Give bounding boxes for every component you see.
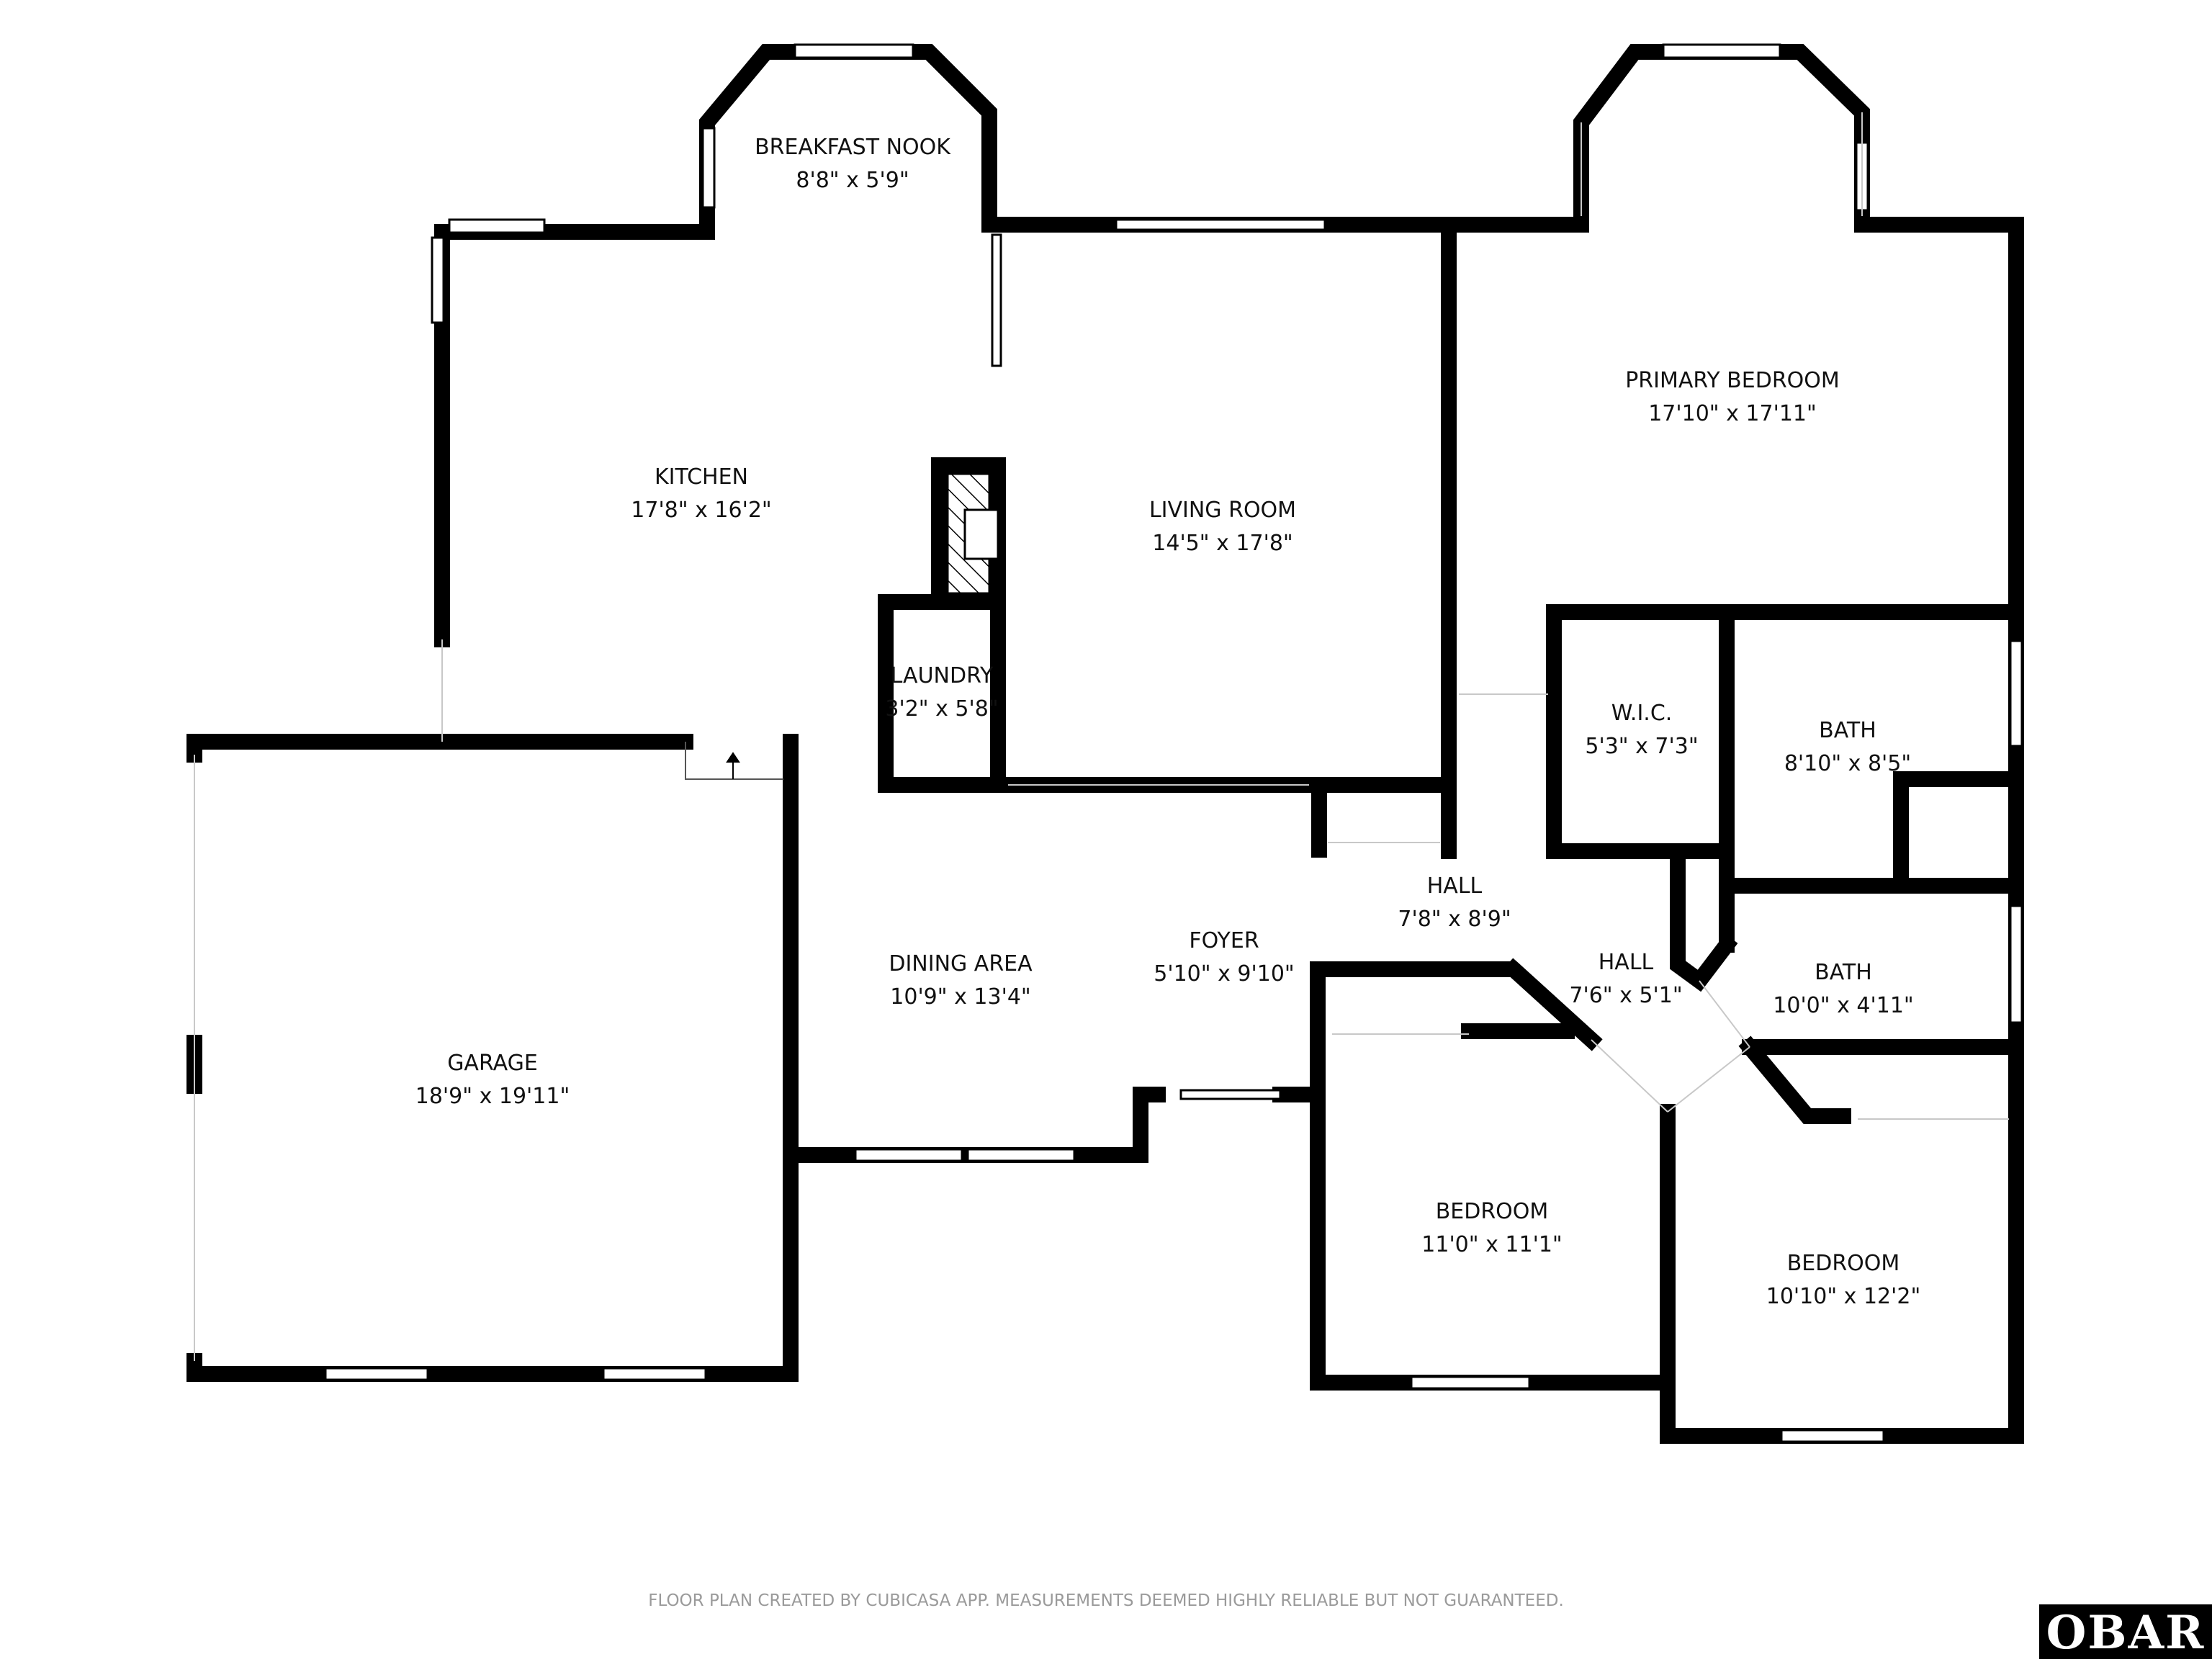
window	[324, 1367, 429, 1381]
step-arrow-icon	[726, 752, 740, 779]
room-labels: BREAKFAST NOOK 8'8" x 5'9" KITCHEN 17'8"…	[415, 135, 1921, 1309]
wall-garage-east	[186, 734, 799, 1382]
wall-dining-south	[783, 1087, 1166, 1163]
room-name: HALL	[1599, 950, 1654, 975]
window	[793, 43, 914, 59]
window	[1179, 1089, 1282, 1100]
window	[701, 127, 716, 209]
window	[966, 1148, 1076, 1162]
obar-logo: OBAR	[2039, 1604, 2212, 1660]
wall-bedroom-right-north	[1738, 1036, 1851, 1124]
windows	[324, 43, 2023, 1443]
wall-kitchen-north	[434, 44, 1589, 647]
window	[991, 233, 1002, 367]
wall-diag-left	[1502, 958, 1603, 1051]
fireplace-box	[963, 508, 999, 560]
room-name: BEDROOM	[1436, 1199, 1549, 1224]
room-dimensions: 18'9" x 19'11"	[415, 1084, 570, 1109]
window	[1410, 1375, 1531, 1390]
room-name: KITCHEN	[655, 464, 748, 490]
window	[1115, 218, 1326, 231]
room-dimensions: 8'8" x 5'9"	[796, 168, 909, 193]
wall-wic	[1546, 604, 1735, 859]
room-dimensions: 10'9" x 13'4"	[890, 984, 1030, 1010]
room-name: HALL	[1427, 873, 1483, 899]
room-dimensions: 3'2" x 5'8"	[885, 696, 998, 722]
room-name: BREAKFAST NOOK	[755, 135, 951, 160]
window	[448, 218, 546, 234]
window	[1662, 43, 1781, 59]
wall-hall-corner	[1670, 856, 1738, 992]
room-dimensions: 5'3" x 7'3"	[1585, 734, 1698, 759]
window	[2009, 639, 2023, 747]
walls	[186, 44, 2024, 1444]
room-dimensions: 10'10" x 12'2"	[1766, 1284, 1921, 1309]
room-dimensions: 7'8" x 8'9"	[1398, 907, 1511, 932]
room-name: W.I.C.	[1611, 701, 1673, 726]
room-name: FOYER	[1189, 928, 1259, 953]
window	[1780, 1429, 1885, 1443]
room-name: LAUNDRY	[891, 663, 994, 688]
room-name: LIVING ROOM	[1149, 498, 1296, 523]
garage-step	[685, 742, 783, 780]
room-name: BATH	[1819, 718, 1876, 743]
window	[602, 1367, 707, 1381]
room-dimensions: 7'6" x 5'1"	[1569, 983, 1682, 1008]
room-name: PRIMARY BEDROOM	[1625, 368, 1840, 393]
disclaimer-text: FLOOR PLAN CREATED BY CUBICASA APP. MEAS…	[648, 1591, 1564, 1610]
window	[2009, 904, 2023, 1024]
room-name: BEDROOM	[1787, 1251, 1900, 1276]
room-dimensions: 5'10" x 9'10"	[1154, 961, 1294, 987]
room-dimensions: 14'5" x 17'8"	[1152, 531, 1292, 556]
room-dimensions: 17'8" x 16'2"	[631, 498, 771, 523]
room-name: BATH	[1815, 960, 1872, 985]
wall-bath-closet	[1893, 771, 2024, 894]
room-dimensions: 11'0" x 11'1"	[1421, 1232, 1562, 1257]
window	[854, 1148, 963, 1162]
room-name: DINING AREA	[889, 951, 1033, 976]
room-name: GARAGE	[447, 1051, 538, 1076]
wall-bedroom-left-north	[1310, 961, 1603, 1283]
room-dimensions: 8'10" x 8'5"	[1784, 751, 1911, 776]
room-dimensions: 10'0" x 4'11"	[1773, 993, 1913, 1018]
room-dimensions: 17'10" x 17'11"	[1648, 401, 1817, 426]
window	[431, 236, 445, 324]
openings	[194, 112, 2009, 1361]
wall-laundry	[878, 594, 1006, 793]
